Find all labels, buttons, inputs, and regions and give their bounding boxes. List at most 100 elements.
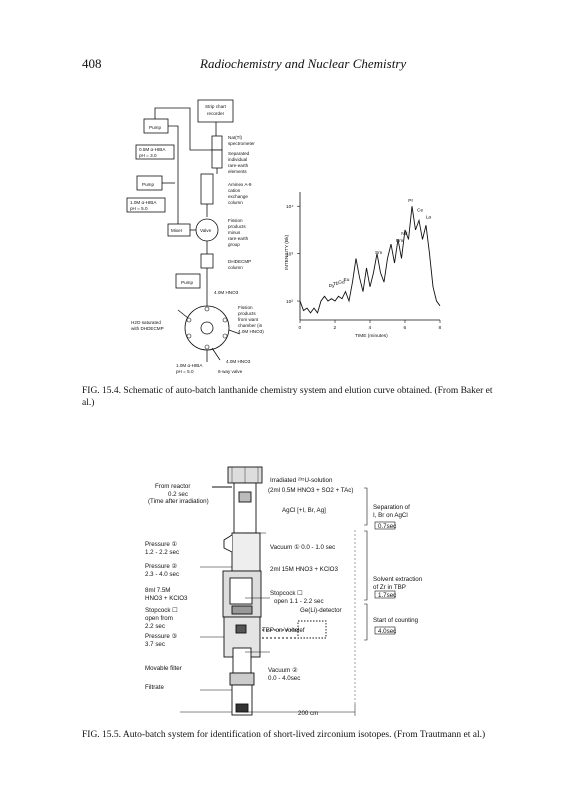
t1-label: 0.7sec [378,523,396,530]
x-tick-label: 0 [299,325,302,331]
pressure1-label: 1.2 - 2.2 sec [145,549,179,556]
fission-from-label: chamber (in [238,323,263,328]
h2o-label: H2O saturated [131,320,161,325]
x-axis-label: TIME (minutes) [355,333,388,339]
hiba2-label: 1.0M α-HIBA [130,200,157,205]
x-tick-label: 8 [439,325,442,331]
vacuum2-label: 0.0 - 4.0sec [268,675,300,682]
peak-label: Tb [333,281,339,287]
hno3-bottom-label: 4.0M HNO3 [226,359,251,364]
stopcock-label: Stopcock ☐ [270,590,303,597]
y-tick-label: 10³ [286,252,293,258]
irr-solution-label: (2ml 0.5M HNO3 + SO2 + TAc) [268,487,353,494]
figure1-labels: Strip chart recorder NaI(Tl) spectromete… [130,104,264,374]
peak-label: Pm [396,238,403,244]
vacuum2-label: Vacuum ② [268,667,298,674]
gedetector-label: Ge(Li)-detector [300,607,342,614]
sep-label: Separation of [373,504,410,511]
x-tick-label: 2 [334,325,337,331]
fission-minus-label: group [228,242,240,247]
detector-label: NaI(Tl) [228,135,243,140]
recorder-label: recorder [207,111,225,116]
solvent-label: of Zr in TBP [373,584,406,591]
figure2-caption: FIG. 15.5. Auto-batch system for identif… [82,730,486,740]
dhdecmp-label: DHDECMP [228,259,251,264]
separated-label: Separated [228,151,250,156]
hiba1-label: 0.5M α-HIBA [139,147,166,152]
six-way-label: 6-way valve [218,369,243,374]
fission-from-label: 4.0M HNO3) [238,329,264,334]
fission-from-label: Fission [238,305,253,310]
separated-label: rare-earth [228,163,249,168]
peak-label: Dy [329,283,335,289]
strip-chart-box [197,99,234,123]
sep-label: I, Br on AgCl [373,512,408,519]
irradiated-label: Irradiated ²³⁵U-solution [270,477,333,484]
x-tick-label: 6 [404,325,407,331]
mixer-label: Mixer [171,228,183,233]
t1-box [374,521,396,530]
stopcock-left-label: Stopcock ☐ [145,607,178,614]
pump-label: Pump [181,280,193,285]
pump-label: Pump [142,182,154,187]
ml75-label: 8ml 7.5M [145,587,170,594]
column-label: cation [228,188,241,193]
t3-label: 4.0sec [378,628,396,635]
vacuum1-label: Vacuum ① 0.0 - 1.0 sec [270,544,335,551]
column-label: column [228,200,243,205]
y-tick-label: 10⁴ [286,204,293,210]
pressure3-label: Pressure ③ [145,633,177,640]
x-tick-label: 4 [369,325,372,331]
peak-label: Pr [408,198,413,204]
figure1-caption: FIG. 15.4. Schematic of auto-batch lanth… [82,386,493,408]
fission-from-label: products [238,311,256,316]
peak-label: Nd [401,231,407,237]
valve-label: Valve [200,228,212,233]
column-label: Aminex A-9 [228,182,252,187]
separated-label: elements [228,169,247,174]
movable-filter-label: Movable filter [145,665,182,672]
hiba2-label: pH = 5.0 [130,206,148,211]
time-after-label: 0.2 sec [168,491,188,498]
strip-chart-label: Strip chart [205,104,227,109]
elution-curve [299,206,441,314]
agcl-label: AgCl [+I, Br, Ag] [282,507,326,514]
peak-label: Ce [417,207,423,213]
fission-minus-label: Fission [228,218,243,223]
ml75-label: HNO3 + KClO3 [145,595,188,602]
start-counting-label: Start of counting [373,617,419,624]
figure2-labels: From reactor 0.2 sec (Time after irradia… [145,477,423,717]
pressure2-label: 2.3 - 4.0 sec [145,571,179,578]
t2-box [374,590,396,599]
peak-label: Eu [344,277,350,283]
t2-label: 1.7sec [378,592,396,599]
running-title: Radiochemistry and Nuclear Chemistry [200,56,407,71]
fission-from-label: from want [238,317,259,322]
scale-label: 200 cm [298,710,318,717]
hiba-bottom-label: pH = 5.0 [176,369,194,374]
tbp-label: TBP on Voltalef [262,627,305,634]
figure2-apparatus [180,466,396,716]
fission-minus-label: rare-earth [228,236,249,241]
figure1-schematic [126,99,241,362]
from-reactor-label: From reactor [155,483,190,490]
pressure2-label: Pressure ② [145,563,177,570]
t3-box [374,626,396,635]
fission-minus-label: minus [228,230,241,235]
stopcock-label: open 1.1 - 2.2 sec [274,598,324,605]
detector-label: spectrometer [228,141,255,146]
hiba-bottom-label: 1.0M α-HIBA [176,363,203,368]
pressure3-label: 3.7 sec [145,641,165,648]
filtrate-label: Filtrate [145,684,164,691]
pressure1-label: Pressure ① [145,541,177,548]
h2o-label: with DHDECMP [131,326,164,331]
pump-label: Pump [149,125,161,130]
fission-minus-label: products [228,224,246,229]
hiba1-label: pH = 3.0 [139,153,157,158]
y-tick-label: 10² [286,299,293,305]
separated-label: individual [228,157,247,162]
peak-label: Gd [338,279,345,285]
time-after-label: (Time after irradiation) [148,498,209,505]
peak-label: Sm [375,250,382,256]
